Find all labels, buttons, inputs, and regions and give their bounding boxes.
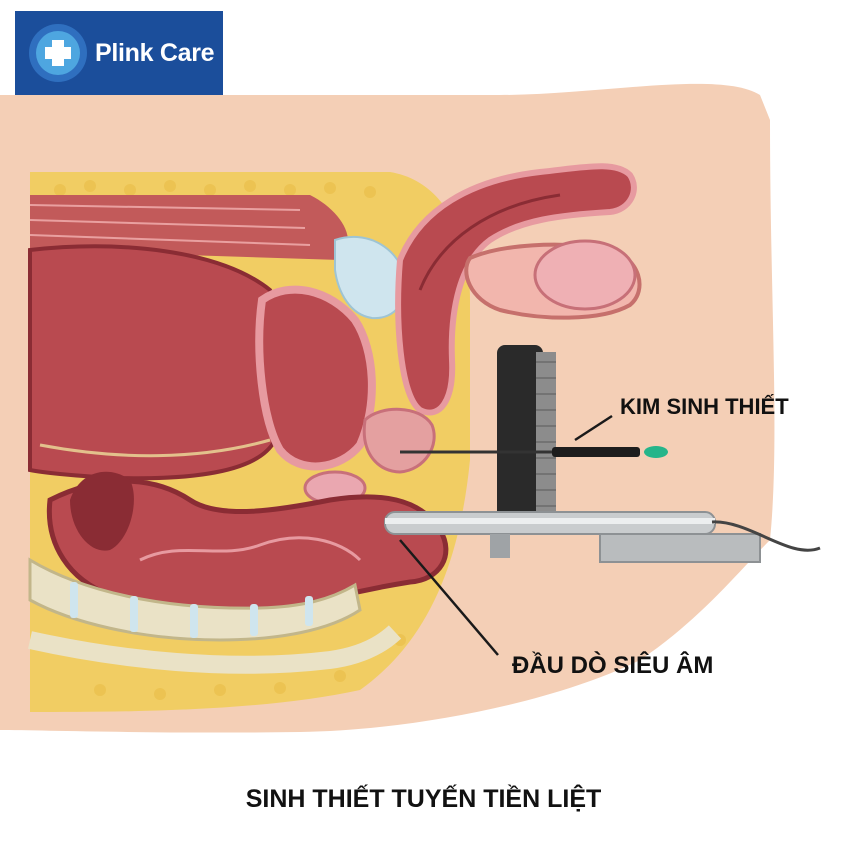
probe-label-pointer — [399, 539, 499, 656]
spine-discs — [70, 582, 313, 638]
probe-stand — [599, 533, 761, 563]
biopsy-needle-label: KIM SINH THIẾT — [620, 394, 789, 419]
testis — [533, 239, 637, 311]
medical-cross-icon — [29, 24, 87, 82]
brand-logo: Plink Care — [15, 11, 223, 95]
spine-bone — [28, 557, 362, 642]
probe-cable — [711, 520, 821, 552]
bladder — [255, 285, 376, 471]
prostate — [362, 407, 436, 474]
penis — [395, 163, 637, 416]
biopsy-guide — [497, 345, 543, 525]
needle-tip-icon — [644, 446, 668, 458]
sigmoid-colon — [28, 244, 286, 481]
needle-label-pointer — [574, 414, 613, 442]
brand-name: Plink Care — [95, 38, 215, 67]
ultrasound-probe-label: ĐẦU DÒ SIÊU ÂM — [512, 652, 714, 679]
figure-caption: SINH THIẾT TUYẾN TIỀN LIỆT — [245, 785, 602, 813]
